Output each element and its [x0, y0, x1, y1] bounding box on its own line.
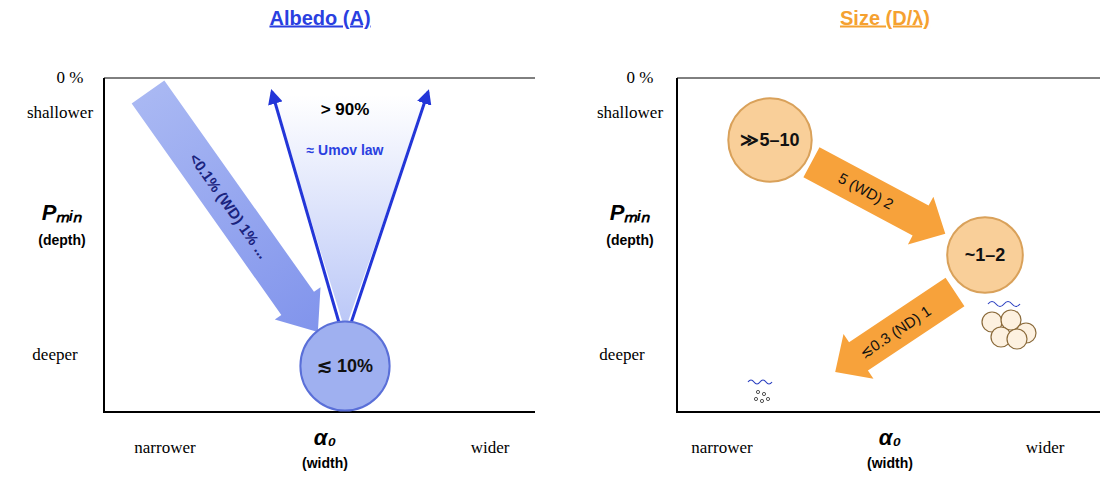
particle-dot [754, 397, 757, 400]
x-axis [676, 411, 1100, 413]
circle-shape [947, 217, 1023, 293]
y-axis [676, 78, 678, 413]
axis-label: (depth) [38, 232, 85, 248]
circle-text: ≲ 10% [317, 355, 373, 377]
wave-symbol [748, 380, 772, 384]
value-label: > 90% [321, 100, 370, 120]
axis-label: wider [471, 438, 510, 458]
law-label: ≈ Umov law [307, 142, 384, 158]
axis-label: deeper [599, 345, 644, 365]
axis-label: deeper [32, 345, 77, 365]
circle-text: ≫5–10 [740, 129, 799, 151]
particle-dot [762, 392, 765, 395]
axis-label: narrower [691, 438, 752, 458]
axis-symbol: α₀ [314, 425, 336, 450]
albedo-circle: ≲ 10% [299, 320, 391, 412]
axis-symbol: Pₘᵢₙ [42, 200, 82, 225]
fan-region [272, 95, 428, 330]
circle-shape [300, 321, 389, 410]
wave-symbol [988, 302, 1020, 307]
panel-title: Size (D/λ) [840, 7, 930, 30]
circle-shape [728, 98, 811, 181]
axis-symbol: Pₘᵢₙ [610, 200, 650, 225]
axis-label: narrower [134, 438, 195, 458]
particle-symbol [1007, 329, 1027, 349]
axis-label: shallower [27, 103, 93, 123]
size-circle: ≫5–10 [727, 97, 813, 183]
trend-arrow [803, 147, 945, 244]
arrow-label: <0.1% (WD) 1% ... [186, 150, 272, 262]
size-circle: ~1–2 [946, 216, 1024, 294]
y-axis [103, 78, 105, 413]
axis-label: shallower [597, 103, 663, 123]
trend-arrow [820, 270, 970, 395]
axis-symbol: α₀ [879, 425, 901, 450]
particle-dot [756, 390, 759, 393]
axis-label: (width) [302, 455, 348, 471]
zero-line [104, 78, 535, 79]
panel-title: Albedo (A) [269, 7, 370, 30]
axis-value: 0 % [627, 68, 654, 88]
axis-label: wider [1026, 438, 1065, 458]
axis-label: (depth) [606, 232, 653, 248]
particle-dot [760, 399, 763, 402]
particle-dot [766, 397, 769, 400]
axis-label: (width) [867, 455, 913, 471]
circle-text: ~1–2 [965, 245, 1006, 266]
up-arrow [350, 92, 428, 326]
axis-value: 0 % [57, 68, 84, 88]
up-arrow [272, 92, 340, 326]
zero-line [677, 78, 1100, 79]
x-axis [103, 411, 535, 413]
